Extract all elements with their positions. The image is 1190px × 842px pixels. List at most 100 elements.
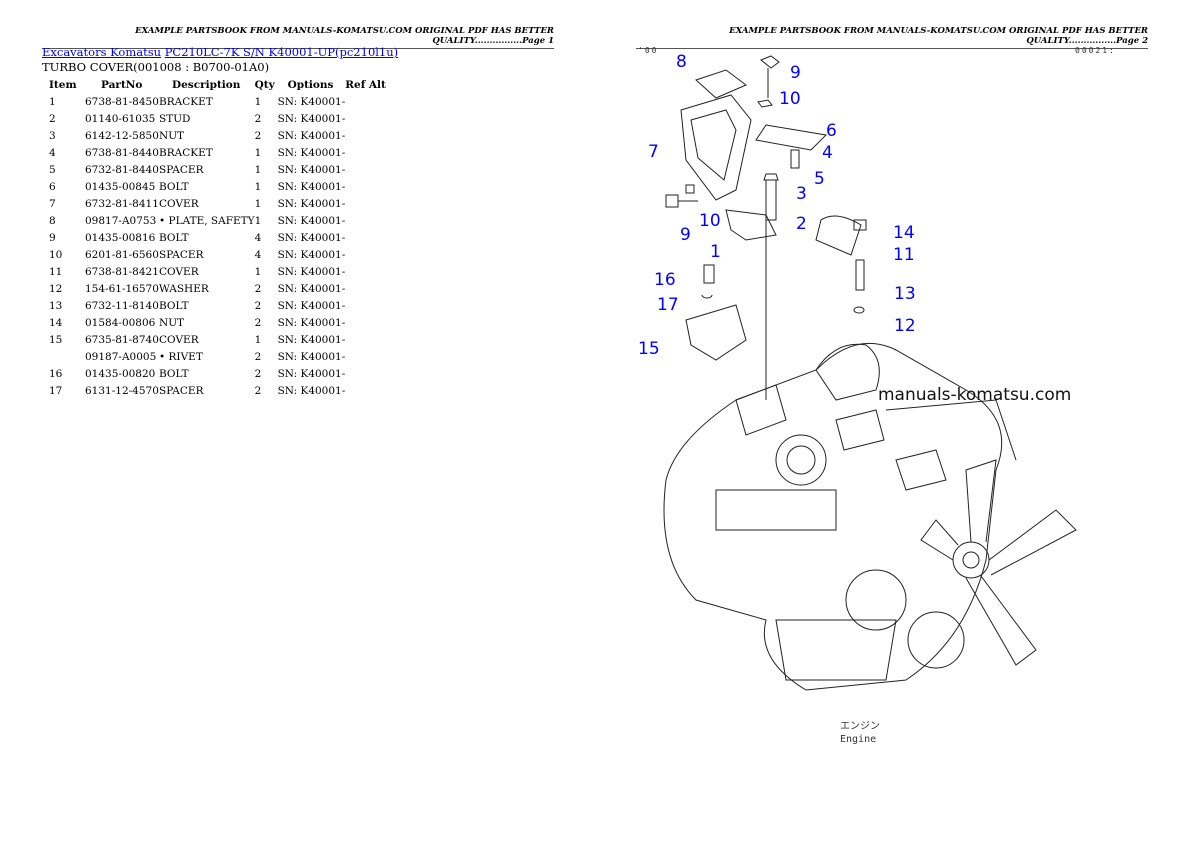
- cell-description: • RIVET: [159, 350, 203, 363]
- cell-ref-alt: [345, 178, 405, 195]
- cell-options: SN: K40001-: [277, 180, 346, 193]
- drawing-code-right: 00021:: [1075, 46, 1116, 55]
- cell-qty: 2: [254, 112, 262, 125]
- callout-9b: 9: [680, 225, 691, 245]
- cell-qty: 1: [254, 333, 262, 346]
- cell-qty: 2: [254, 129, 262, 142]
- callout-4: 4: [822, 143, 833, 163]
- engine-block: [663, 342, 1017, 691]
- cell-ref-alt: [345, 195, 405, 212]
- callout-8: 8: [676, 52, 687, 72]
- cell-qty: 4: [254, 248, 262, 261]
- cell-item: 16: [49, 367, 63, 380]
- cell-options: SN: K40001-: [277, 231, 346, 244]
- cell-item: 9: [49, 231, 56, 244]
- callout-2: 2: [796, 214, 807, 234]
- cell-description: COVER: [159, 265, 199, 278]
- callout-11: 11: [893, 245, 915, 265]
- cell-options: SN: K40001-: [277, 282, 346, 295]
- cell-item: 12: [49, 282, 63, 295]
- cell-partno: 154-61-16570: [85, 282, 159, 295]
- breadcrumb: Excavators Komatsu PC210LC-7K S/N K40001…: [42, 45, 398, 59]
- cell-options: SN: K40001-: [277, 299, 346, 312]
- cell-qty: 1: [254, 180, 262, 193]
- cell-options: SN: K40001-: [277, 112, 346, 125]
- cell-options: SN: K40001-: [277, 384, 346, 397]
- callout-17: 17: [657, 295, 679, 315]
- cell-partno: 09187-A0005: [85, 350, 157, 363]
- col-qty: Qty: [254, 79, 275, 91]
- cell-qty: 1: [254, 197, 262, 210]
- cell-item: 8: [49, 214, 56, 227]
- parts-table: Item PartNo Description Qty Options Ref …: [42, 77, 405, 399]
- cell-description: SPACER: [159, 163, 204, 176]
- cell-partno: 6738-81-8440: [85, 146, 159, 159]
- cell-ref-alt: [345, 212, 405, 229]
- cell-ref-alt: [345, 161, 405, 178]
- callout-10: 10: [779, 89, 801, 109]
- cell-qty: 2: [254, 367, 262, 380]
- cell-ref-alt: [345, 314, 405, 331]
- cell-partno: 6732-81-8440: [85, 163, 159, 176]
- cell-description: COVER: [159, 197, 199, 210]
- cell-ref-alt: [345, 144, 405, 161]
- col-options: Options: [287, 79, 334, 91]
- cell-qty: 1: [254, 163, 262, 176]
- cell-item: 6: [49, 180, 56, 193]
- cell-ref-alt: [345, 365, 405, 382]
- breadcrumb-link-excavators[interactable]: Excavators Komatsu: [42, 45, 162, 59]
- cell-partno: 01584-00806: [85, 316, 156, 329]
- cell-partno: 6732-11-8140: [85, 299, 159, 312]
- callout-10b: 10: [699, 211, 721, 231]
- cell-item: [42, 348, 85, 365]
- cooling-fan: [920, 459, 1077, 666]
- cell-options: SN: K40001-: [277, 333, 346, 346]
- cell-ref-alt: [345, 280, 405, 297]
- cell-partno: 6735-81-8740: [85, 333, 159, 346]
- col-ref-alt: Ref Alt: [345, 79, 386, 91]
- callout-5: 5: [814, 169, 825, 189]
- cell-options: SN: K40001-: [277, 163, 346, 176]
- col-description: Description: [172, 79, 241, 91]
- col-partno: PartNo: [101, 79, 143, 91]
- callout-14: 14: [893, 223, 915, 243]
- cell-ref-alt: [345, 263, 405, 280]
- cell-description: SPACER: [159, 248, 204, 261]
- cell-options: SN: K40001-: [277, 316, 346, 329]
- cell-partno: 6732-81-8411: [85, 197, 159, 210]
- caption-japanese: エンジン: [840, 721, 880, 732]
- cell-ref-alt: [345, 297, 405, 314]
- cell-partno: 01435-00845: [85, 180, 156, 193]
- callout-7: 7: [648, 142, 659, 162]
- cell-qty: 2: [254, 299, 262, 312]
- col-item: Item: [49, 79, 77, 91]
- drawing-caption: エンジン Engine: [840, 720, 880, 746]
- cell-item: 13: [49, 299, 63, 312]
- cell-description: NUT: [159, 316, 185, 329]
- cell-partno: 6738-81-8421: [85, 265, 159, 278]
- cell-partno: 01140-61035: [85, 112, 156, 125]
- callout-12: 12: [894, 316, 916, 336]
- caption-english: Engine: [840, 734, 877, 745]
- callout-1: 1: [710, 242, 721, 262]
- cell-description: BOLT: [159, 367, 189, 380]
- cell-ref-alt: [345, 229, 405, 246]
- cell-item: 4: [49, 146, 56, 159]
- cell-description: COVER: [159, 333, 199, 346]
- cell-options: SN: K40001-: [277, 197, 346, 210]
- cell-ref-alt: [345, 348, 405, 365]
- cell-partno: 01435-00820: [85, 367, 156, 380]
- breadcrumb-link-model[interactable]: PC210LC-7K S/N K40001-UP(pc210l1u): [164, 45, 399, 59]
- cell-qty: 2: [254, 384, 262, 397]
